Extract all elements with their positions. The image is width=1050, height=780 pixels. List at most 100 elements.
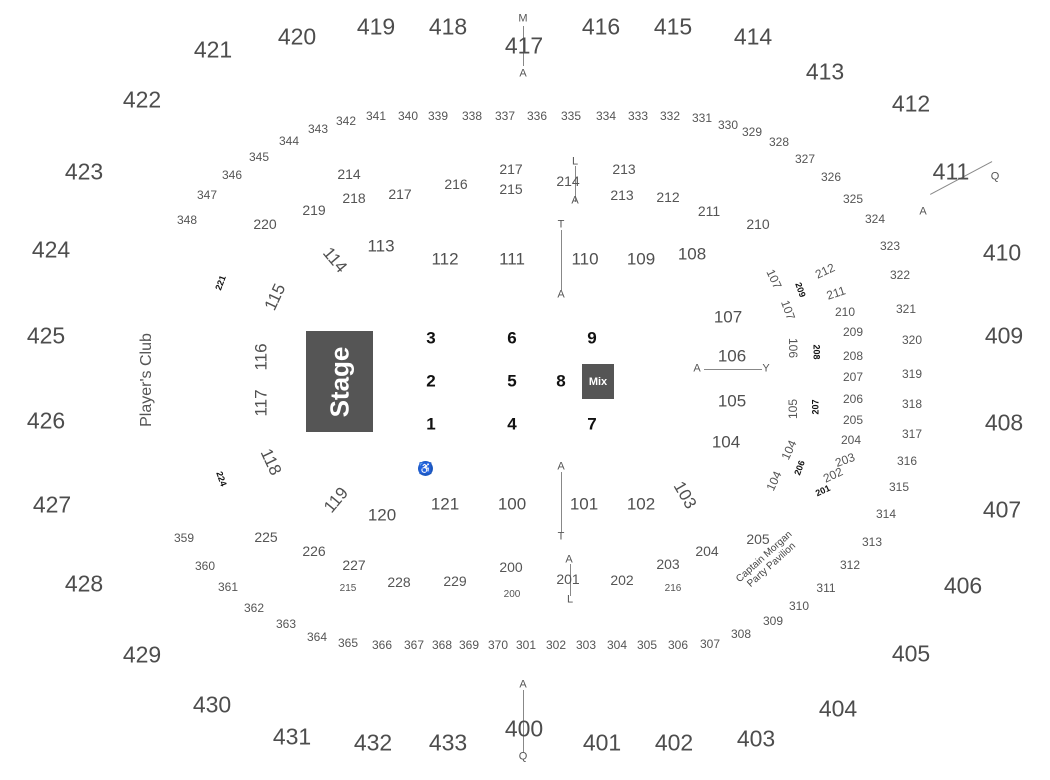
section-346[interactable]: 346 (221, 168, 243, 182)
section-309[interactable]: 309 (762, 614, 784, 628)
section-363[interactable]: 363 (275, 617, 297, 631)
section-226[interactable]: 226 (302, 543, 326, 559)
section-404[interactable]: 404 (818, 695, 858, 722)
section-111[interactable]: 111 (499, 249, 525, 269)
section-310[interactable]: 310 (788, 599, 810, 613)
section-316[interactable]: 316 (896, 454, 918, 468)
section-209[interactable]: 209 (842, 325, 864, 339)
section-106[interactable]: 106 (786, 337, 800, 359)
section-329[interactable]: 329 (741, 125, 763, 139)
section-302[interactable]: 302 (545, 638, 567, 652)
section-365[interactable]: 365 (337, 636, 359, 650)
section-205[interactable]: 205 (746, 531, 770, 547)
section-415[interactable]: 415 (653, 13, 693, 40)
section-359[interactable]: 359 (173, 531, 195, 545)
section-104[interactable]: 104 (711, 432, 741, 452)
section-203[interactable]: 203 (833, 449, 857, 471)
section-348[interactable]: 348 (176, 213, 198, 227)
section-227[interactable]: 227 (342, 557, 366, 573)
section-327[interactable]: 327 (794, 152, 816, 166)
section-400[interactable]: 400 (504, 715, 544, 742)
section-215[interactable]: 215 (499, 181, 523, 197)
section-325[interactable]: 325 (842, 192, 864, 206)
section-427[interactable]: 427 (32, 491, 72, 518)
section-119[interactable]: 119 (320, 483, 352, 517)
section-406[interactable]: 406 (943, 572, 983, 599)
section-206[interactable]: 206 (842, 392, 864, 406)
section-402[interactable]: 402 (654, 729, 694, 756)
section-336[interactable]: 336 (526, 109, 548, 123)
section-420[interactable]: 420 (277, 23, 317, 50)
section-215[interactable]: 215 (339, 583, 357, 594)
section-200[interactable]: 200 (499, 559, 523, 575)
section-308[interactable]: 308 (730, 627, 752, 641)
section-416[interactable]: 416 (581, 13, 621, 40)
floor-section[interactable]: 4 (507, 414, 517, 434)
section-221[interactable]: 221 (213, 274, 228, 292)
section-107[interactable]: 107 (713, 307, 743, 327)
section-410[interactable]: 410 (982, 239, 1022, 266)
section-323[interactable]: 323 (879, 239, 901, 253)
section-217[interactable]: 217 (499, 161, 523, 177)
section-366[interactable]: 366 (371, 638, 393, 652)
section-332[interactable]: 332 (659, 109, 681, 123)
section-117[interactable]: 117 (251, 389, 271, 417)
section-343[interactable]: 343 (307, 122, 329, 136)
section-103[interactable]: 103 (669, 477, 701, 513)
section-428[interactable]: 428 (64, 570, 104, 597)
section-120[interactable]: 120 (367, 505, 397, 525)
section-208[interactable]: 208 (842, 349, 864, 363)
section-320[interactable]: 320 (901, 333, 923, 347)
section-367[interactable]: 367 (403, 638, 425, 652)
section-409[interactable]: 409 (984, 322, 1024, 349)
section-116[interactable]: 116 (251, 343, 271, 371)
section-337[interactable]: 337 (494, 109, 516, 123)
section-423[interactable]: 423 (64, 158, 104, 185)
section-200[interactable]: 200 (503, 589, 521, 600)
section-218[interactable]: 218 (342, 190, 366, 206)
section-306[interactable]: 306 (667, 638, 689, 652)
floor-section[interactable]: 3 (426, 328, 436, 348)
section-314[interactable]: 314 (875, 507, 897, 521)
section-208[interactable]: 208 (811, 344, 822, 360)
section-229[interactable]: 229 (443, 573, 467, 589)
section-100[interactable]: 100 (497, 494, 527, 514)
section-101[interactable]: 101 (569, 494, 599, 514)
section-304[interactable]: 304 (606, 638, 628, 652)
section-207[interactable]: 207 (810, 399, 821, 415)
section-228[interactable]: 228 (387, 574, 411, 590)
section-225[interactable]: 225 (254, 529, 278, 545)
section-303[interactable]: 303 (575, 638, 597, 652)
section-312[interactable]: 312 (839, 558, 861, 572)
section-401[interactable]: 401 (582, 729, 622, 756)
section-207[interactable]: 207 (842, 370, 864, 384)
section-345[interactable]: 345 (248, 150, 270, 164)
section-224[interactable]: 224 (214, 470, 229, 488)
section-347[interactable]: 347 (196, 188, 218, 202)
section-105[interactable]: 105 (717, 391, 747, 411)
section-214[interactable]: 214 (337, 166, 361, 182)
section-109[interactable]: 109 (626, 249, 656, 269)
section-217[interactable]: 217 (388, 186, 412, 202)
section-361[interactable]: 361 (217, 580, 239, 594)
floor-section[interactable]: 6 (507, 328, 517, 348)
section-369[interactable]: 369 (458, 638, 480, 652)
floor-section[interactable]: 2 (426, 371, 436, 391)
section-338[interactable]: 338 (461, 109, 483, 123)
section-211[interactable]: 211 (824, 283, 848, 303)
section-202[interactable]: 202 (610, 572, 634, 588)
section-307[interactable]: 307 (699, 637, 721, 651)
section-106[interactable]: 106 (717, 346, 747, 366)
section-105[interactable]: 105 (786, 398, 800, 420)
section-368[interactable]: 368 (431, 638, 453, 652)
section-360[interactable]: 360 (194, 559, 216, 573)
section-344[interactable]: 344 (278, 134, 300, 148)
section-204[interactable]: 204 (840, 433, 862, 447)
section-408[interactable]: 408 (984, 409, 1024, 436)
section-220[interactable]: 220 (253, 216, 277, 232)
section-121[interactable]: 121 (430, 494, 460, 514)
section-326[interactable]: 326 (820, 170, 842, 184)
section-212[interactable]: 212 (656, 189, 680, 205)
section-118[interactable]: 118 (256, 445, 286, 479)
section-203[interactable]: 203 (656, 556, 680, 572)
